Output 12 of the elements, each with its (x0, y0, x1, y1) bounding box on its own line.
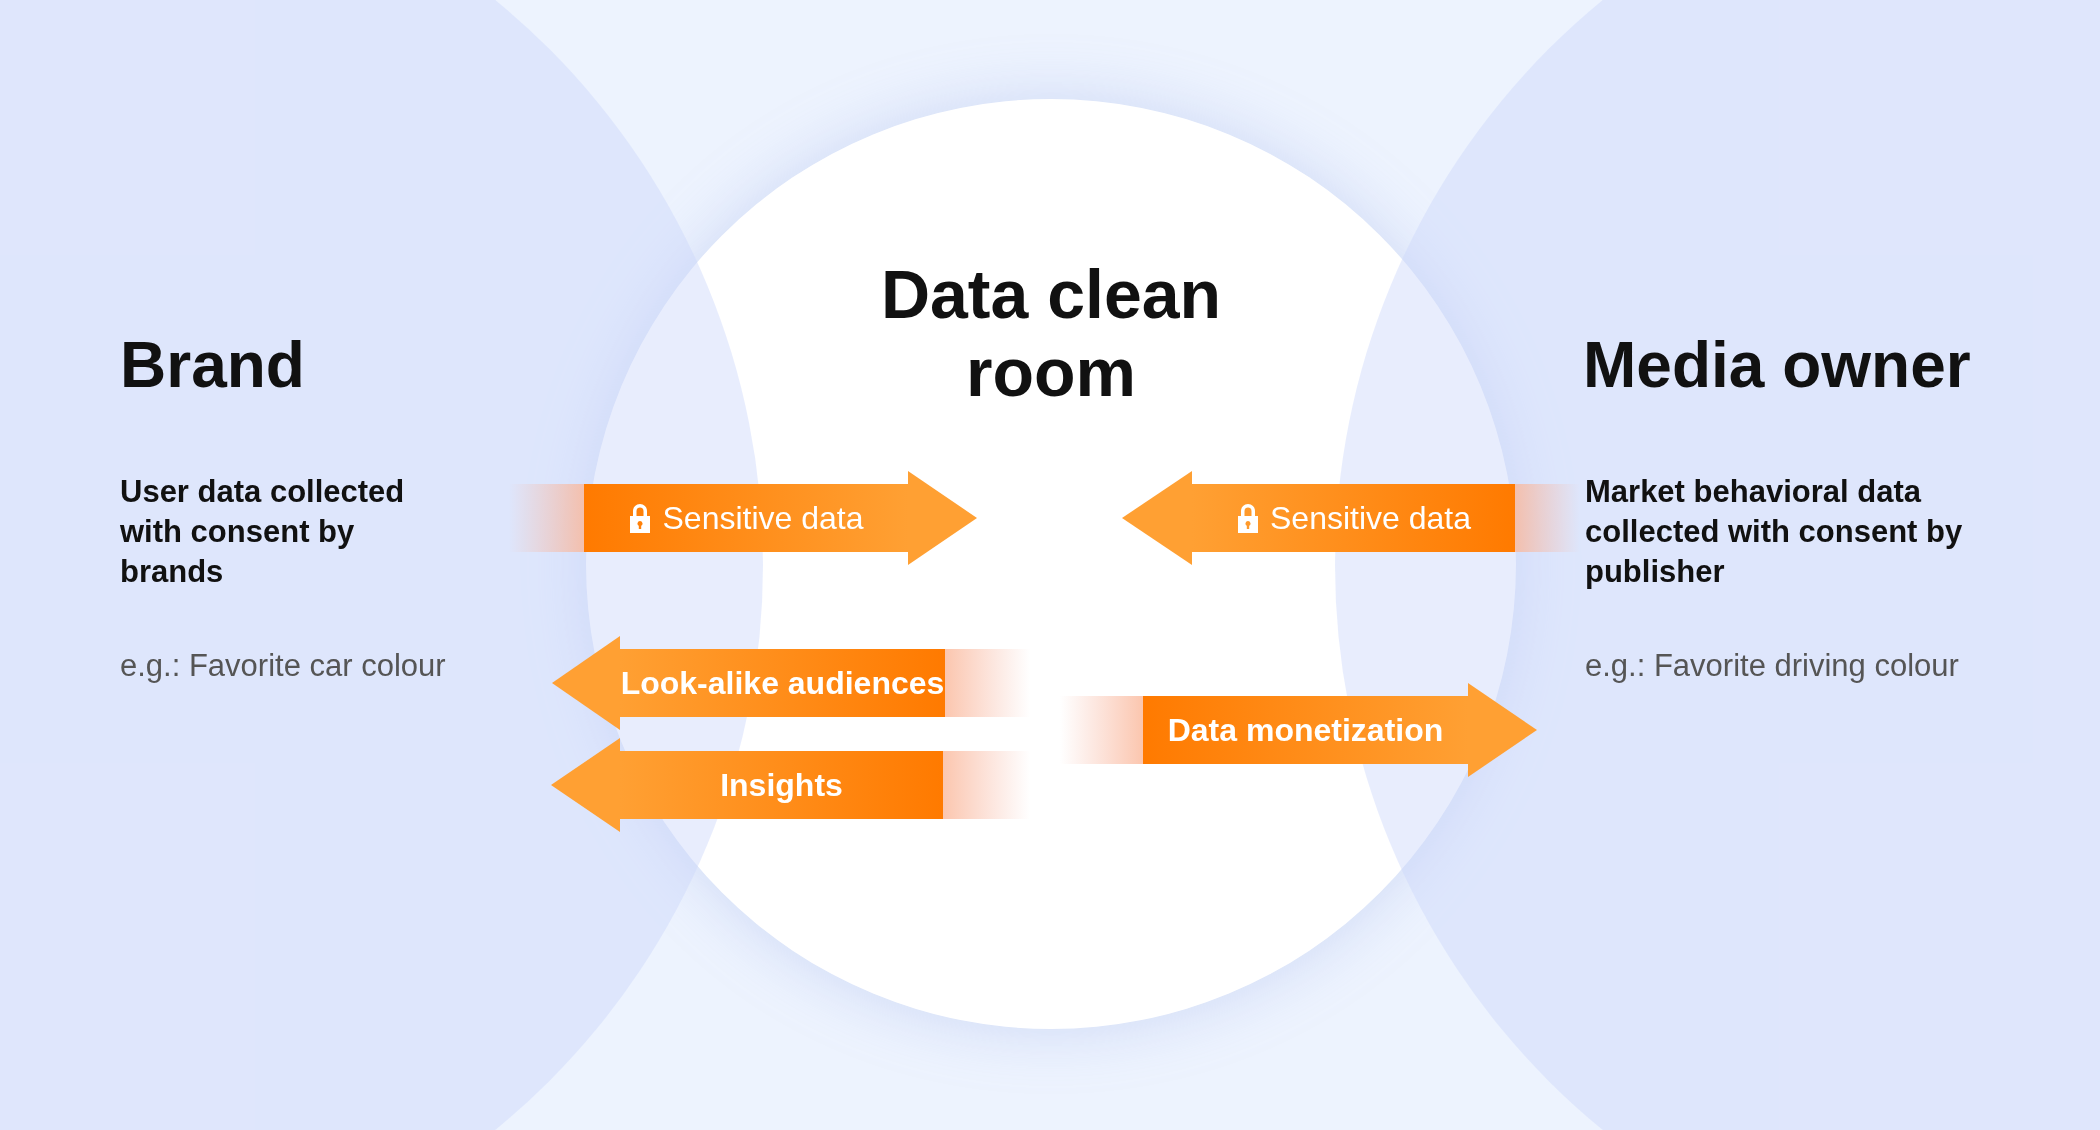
description: Market behavioral data collected with consent by publisher (1585, 473, 1964, 591)
example-text: e.g.: Favorite driving colour (1585, 648, 1960, 684)
edge-label: Data monetization (1167, 711, 1444, 749)
example-text: e.g.: Favorite car colour (120, 648, 447, 684)
heading: Data clean room (879, 255, 1223, 411)
edge-label: Look-alike audiences (620, 664, 945, 702)
heading: Media owner (1583, 328, 1972, 402)
edge-label: Sensitive data (662, 499, 864, 537)
edge-label: Sensitive data (1270, 499, 1471, 537)
edge-label: Insights (720, 766, 843, 804)
description: User data collected with consent by brands (120, 473, 406, 591)
heading: Brand (120, 328, 306, 402)
